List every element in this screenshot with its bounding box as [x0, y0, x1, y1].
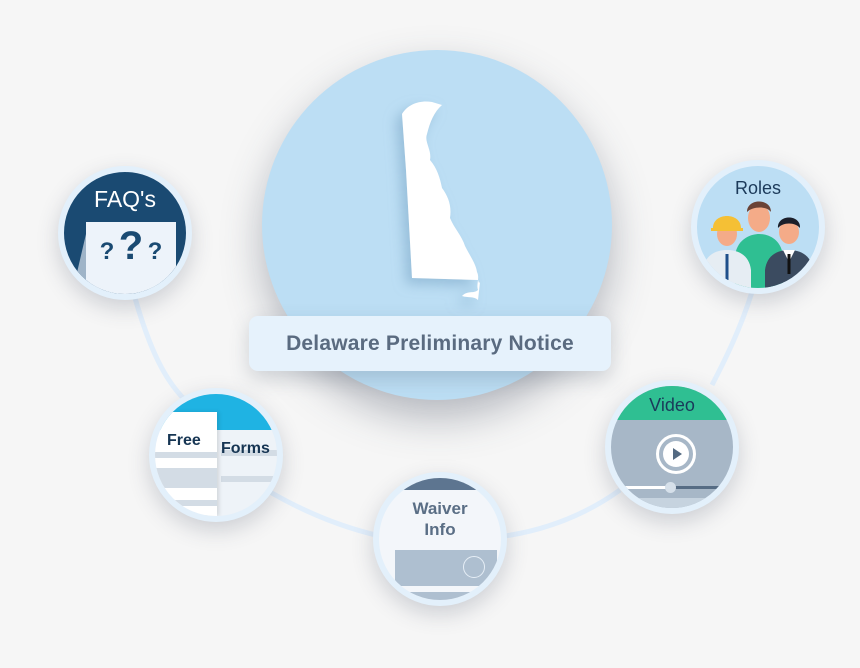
- forms-label: Forms: [221, 440, 270, 457]
- play-button-icon[interactable]: [656, 434, 696, 474]
- faq-label: FAQ's: [94, 186, 156, 212]
- delaware-state-icon: [402, 101, 480, 300]
- question-marks-icon: ? ? ?: [99, 224, 163, 268]
- roles-label: Roles: [734, 178, 782, 198]
- waiver-label: Waiver Info: [412, 499, 468, 539]
- paper-fold: [72, 234, 86, 294]
- form-sheet-back: [217, 430, 277, 516]
- progress-knob[interactable]: [665, 482, 676, 493]
- page-title: Delaware Preliminary Notice: [249, 316, 611, 371]
- paper-icon: [86, 222, 176, 294]
- faq-node[interactable]: FAQ's ? ? ?: [58, 166, 192, 300]
- seal-icon: [463, 556, 485, 578]
- people-icon: [703, 201, 813, 288]
- waiver-info-node[interactable]: Waiver Info: [373, 472, 507, 606]
- free-forms-node[interactable]: Free Forms: [149, 388, 283, 522]
- video-node[interactable]: Video: [605, 380, 739, 514]
- document-strip: [395, 592, 497, 600]
- roles-node[interactable]: Roles: [691, 160, 825, 294]
- form-sheet-front: [155, 412, 217, 516]
- video-header: [611, 386, 733, 420]
- video-label: Video: [649, 395, 695, 415]
- video-footer: [611, 498, 733, 508]
- progress-remaining: [671, 486, 733, 489]
- progress-played: [619, 486, 671, 489]
- free-label: Free: [167, 432, 201, 449]
- waiver-header: [379, 478, 501, 490]
